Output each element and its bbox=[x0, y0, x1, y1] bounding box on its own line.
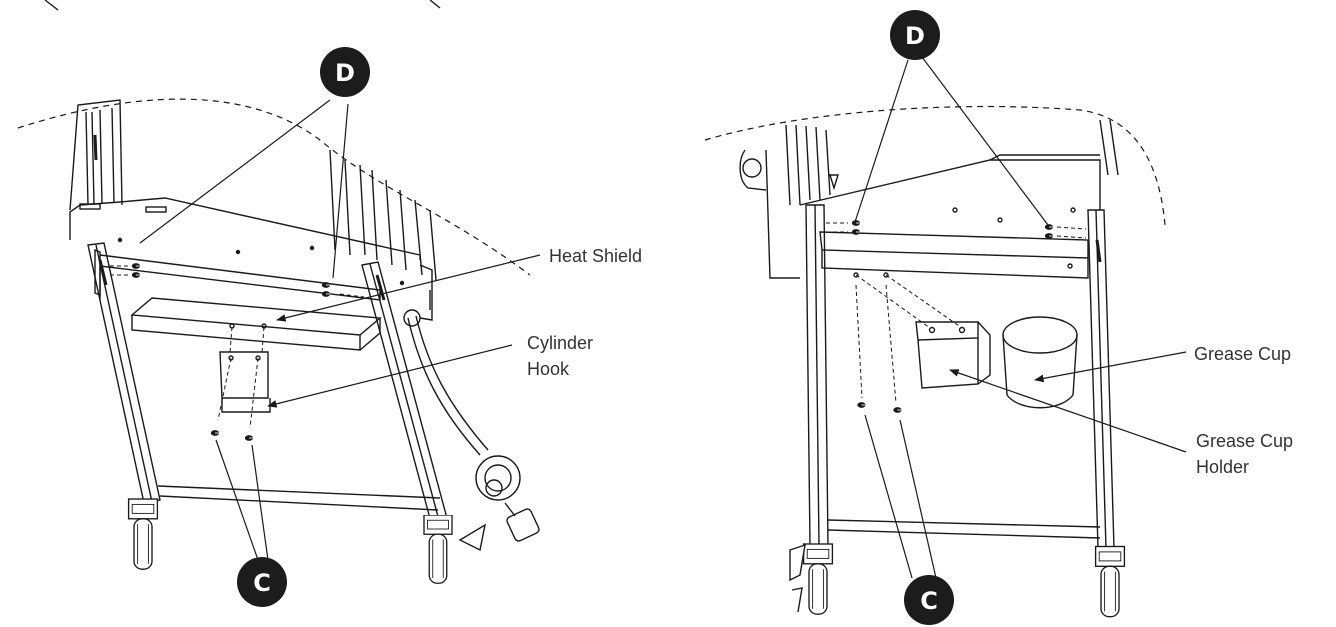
bottom-crossbar bbox=[827, 519, 1101, 539]
left-leaders bbox=[139, 99, 541, 561]
leader-d bbox=[854, 59, 909, 223]
dashed-outline bbox=[704, 105, 1166, 226]
leader-c bbox=[864, 414, 913, 579]
label-heat-shield: Heat Shield bbox=[549, 246, 642, 266]
left-caster bbox=[802, 543, 834, 615]
leader-heat-shield bbox=[276, 254, 541, 322]
screw bbox=[856, 401, 867, 409]
screw bbox=[131, 271, 141, 279]
front-panel bbox=[819, 231, 1089, 279]
label-grease-cup-holder-2: Holder bbox=[1196, 457, 1249, 477]
front-panel bbox=[94, 237, 405, 301]
leader-d bbox=[921, 56, 1049, 226]
left-figure bbox=[17, 0, 540, 584]
leader-c bbox=[251, 444, 269, 561]
right-screws bbox=[826, 219, 1087, 414]
grill-body bbox=[69, 99, 437, 321]
callout-letter: D bbox=[905, 22, 925, 50]
screw bbox=[851, 219, 861, 227]
callout-d-left: D bbox=[320, 47, 370, 97]
left-leg bbox=[87, 242, 161, 504]
leader-grease-cup-holder bbox=[949, 369, 1187, 453]
cylinder-hook bbox=[217, 326, 271, 429]
callout-d-right: D bbox=[890, 10, 940, 60]
callout-c-right: C bbox=[904, 575, 954, 625]
left-leg bbox=[805, 204, 829, 546]
screw bbox=[131, 262, 141, 270]
label-cylinder-hook-1: Cylinder bbox=[527, 333, 593, 353]
grease-cup-holder bbox=[855, 274, 991, 404]
right-figure bbox=[704, 105, 1166, 618]
grill-body bbox=[739, 119, 1119, 279]
top-fragment bbox=[44, 0, 441, 11]
heat-shield bbox=[130, 297, 382, 351]
label-grease-cup-holder-1: Grease Cup bbox=[1196, 431, 1293, 451]
screw bbox=[210, 429, 220, 437]
screw bbox=[321, 281, 331, 289]
right-leg bbox=[1087, 209, 1115, 549]
right-caster bbox=[1094, 545, 1126, 618]
screw bbox=[244, 434, 254, 442]
screw bbox=[851, 228, 861, 236]
left-screws bbox=[110, 262, 365, 442]
gas-hose bbox=[403, 309, 540, 542]
callout-letter: C bbox=[920, 587, 938, 615]
screw bbox=[1044, 223, 1054, 231]
leader-cylinder-hook bbox=[267, 344, 513, 408]
bottom-crossbar bbox=[157, 485, 441, 511]
leader-d bbox=[139, 99, 331, 244]
right-leg bbox=[361, 261, 449, 527]
label-grease-cup: Grease Cup bbox=[1194, 344, 1291, 364]
label-cylinder-hook-2: Hook bbox=[527, 359, 570, 379]
callout-letter: D bbox=[335, 59, 355, 87]
callout-letter: C bbox=[253, 569, 271, 597]
leader-c bbox=[215, 439, 259, 561]
dashed-outline bbox=[17, 98, 531, 276]
left-caster bbox=[127, 498, 159, 570]
right-leaders bbox=[854, 56, 1187, 579]
screw bbox=[892, 406, 903, 414]
callout-c-left: C bbox=[237, 557, 287, 607]
leader-d bbox=[332, 103, 349, 279]
right-caster bbox=[423, 515, 453, 584]
leader-c bbox=[899, 419, 937, 579]
screw bbox=[1044, 232, 1054, 240]
grease-cup bbox=[1002, 316, 1078, 409]
screw bbox=[321, 290, 331, 298]
leader-grease-cup bbox=[1034, 351, 1187, 383]
